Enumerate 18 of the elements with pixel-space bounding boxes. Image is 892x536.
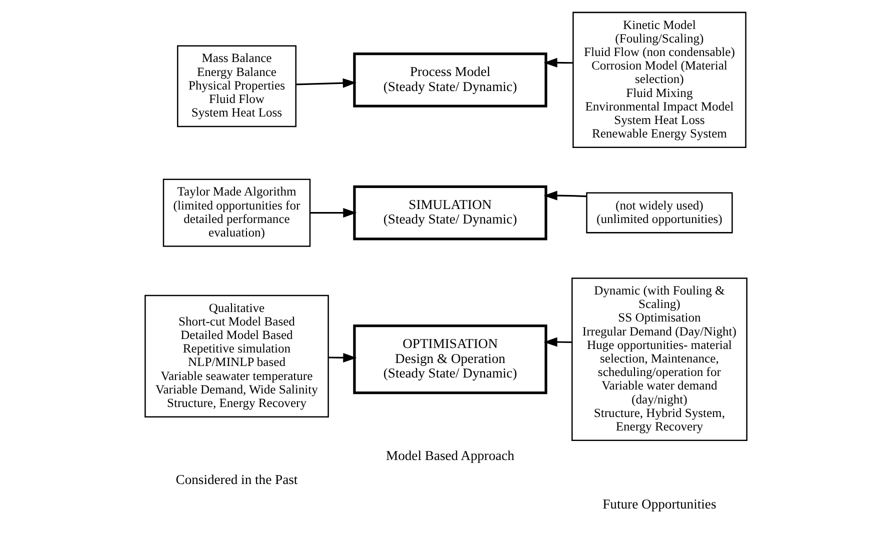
node-box: SIMULATION (Steady State/ Dynamic) [353,185,548,240]
label: Future Opportunities [602,496,716,512]
label: Model Based Approach [386,448,514,464]
node-box: Mass Balance Energy Balance Physical Properties Fluid Flow System Heat Loss [177,45,296,128]
node-box: Qualitative Short-cut Model Based Detailed Model Based Repetitive simulation NLP/MINLP based Variable seawater temperature Variable Demand, Wide Salinity Structure, Energy Recovery [144,294,329,418]
arrow [328,352,357,362]
arrow [310,208,357,218]
node-box: Process Model (Steady State/ Dynamic) [353,52,548,108]
node-box: Taylor Made Algorithm (limited opportunities for detailed performance evaluation) [162,178,311,247]
node-box: (not widely used) (unlimited opportunities) [586,192,733,234]
arrow [544,58,573,68]
node-box: Dynamic (with Fouling & Scaling) SS Optimisation Irregular Demand (Day/Night) Huge opportunities- material selection, Maintenance, scheduling/operation for Variable water demand (day/night) Structure, Hybrid System, Energy Recovery [571,278,748,441]
arrow [544,190,587,200]
arrow [296,78,356,88]
node-box: OPTIMISATION Design & Operation (Steady State/ Dynamic) [353,324,548,394]
label: Considered in the Past [176,472,298,488]
node-box: Kinetic Model (Fouling/Scaling) Fluid Flow (non condensable) Corrosion Model (Material selection) Fluid Mixing Environmental Impact Model System Heat Loss Renewable Energy System [572,12,746,148]
arrow [544,337,572,347]
